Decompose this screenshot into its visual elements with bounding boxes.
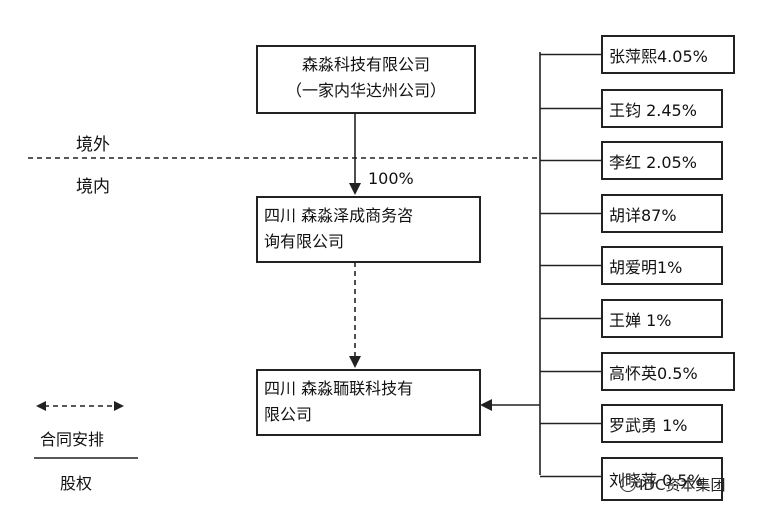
- shareholder-box: 李红 2.05%: [601, 141, 723, 180]
- vie-name-line1: 四川 森淼聏联科技有: [264, 379, 414, 398]
- wechat-icon: [620, 476, 636, 492]
- shareholder-box: 王婵 1%: [601, 299, 723, 338]
- contract-arrowhead: [349, 356, 361, 368]
- parent-company-name-line2: （一家内华达州公司）: [285, 81, 446, 100]
- shareholder-label: 王钧 2.45%: [609, 100, 697, 120]
- shareholder-label: 胡详87%: [609, 205, 677, 225]
- onshore-label: 境内: [76, 177, 110, 197]
- shareholder-label: 高怀英0.5%: [609, 363, 698, 383]
- shareholder-box: 刘晓萍 0.5%: [601, 457, 723, 501]
- wfoe-box: 四川 森淼泽成商务咨 询有限公司: [256, 196, 481, 263]
- shareholder-box: 胡爱明1%: [601, 246, 723, 285]
- parent-company-box: 森淼科技有限公司 （一家内华达州公司）: [256, 45, 476, 114]
- wfoe-name-line2: 询有限公司: [264, 232, 345, 251]
- shareholder-connectors: [540, 53, 601, 478]
- shareholder-label: 张萍熙4.05%: [609, 46, 708, 66]
- legend-arrowhead-left: [36, 401, 46, 411]
- offshore-label: 境外: [76, 135, 110, 155]
- equity-arrowhead: [480, 399, 492, 411]
- wfoe-name-line1: 四川 森淼泽成商务咨: [264, 206, 414, 225]
- legend-contract-label: 合同安排: [40, 430, 105, 449]
- legend-arrowhead-right: [114, 401, 124, 411]
- legend-equity-label: 股权: [60, 474, 93, 493]
- shareholder-box: 胡详87%: [601, 194, 723, 233]
- vie-box: 四川 森淼聏联科技有 限公司: [256, 369, 481, 436]
- parent-company-name-line1: 森淼科技有限公司: [301, 55, 430, 74]
- shareholder-box: 高怀英0.5%: [601, 352, 735, 391]
- equity-arrowhead: [349, 183, 361, 195]
- watermark: IDC资本集团: [620, 474, 725, 495]
- ownership-percentage: 100%: [368, 169, 414, 188]
- shareholder-box: 罗武勇 1%: [601, 404, 723, 443]
- shareholder-label: 王婵 1%: [609, 310, 672, 330]
- shareholder-box: 王钧 2.45%: [601, 89, 723, 128]
- shareholder-label: 胡爱明1%: [609, 257, 683, 277]
- shareholder-label: 罗武勇 1%: [609, 415, 688, 435]
- watermark-text: IDC资本集团: [639, 476, 726, 494]
- vie-name-line2: 限公司: [264, 405, 313, 424]
- shareholder-label: 李红 2.05%: [609, 152, 697, 172]
- shareholder-box: 张萍熙4.05%: [601, 35, 735, 74]
